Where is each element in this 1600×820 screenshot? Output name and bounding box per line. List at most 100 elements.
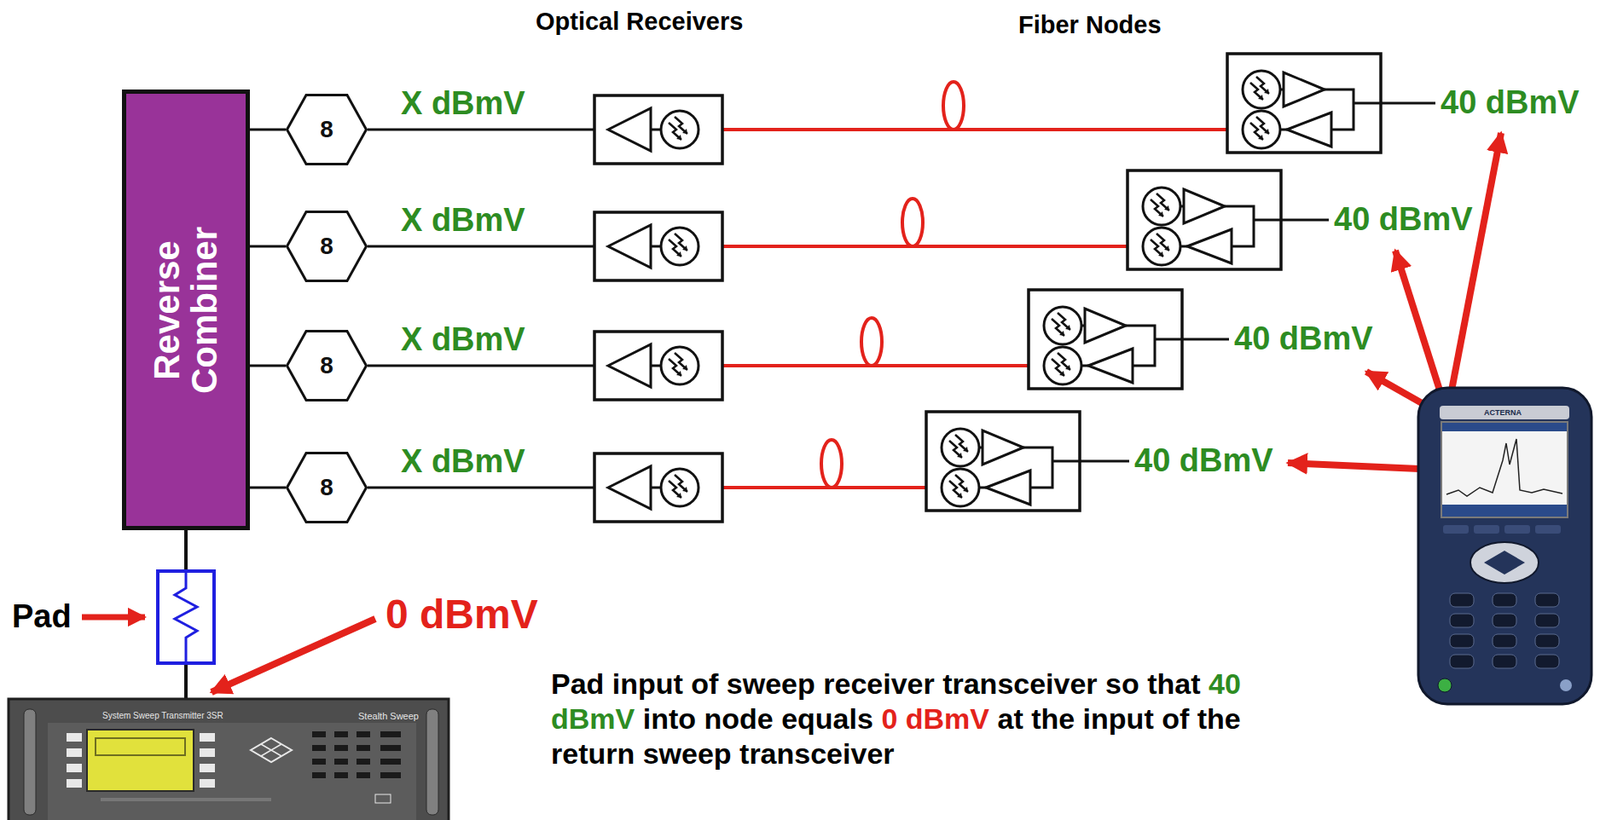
- fiber-loop: [861, 318, 882, 366]
- signal-level: 0 dBmV: [385, 591, 539, 638]
- lcd-screen: [86, 730, 194, 792]
- pointer-arrows: [81, 133, 1502, 693]
- combiner-box: Reverse Combiner: [121, 89, 250, 531]
- key: [1492, 614, 1517, 628]
- split-count: 8: [319, 474, 334, 502]
- key: [356, 759, 371, 766]
- device-name: System Sweep Transmitter 3SR: [102, 711, 224, 722]
- keypad: [1449, 593, 1560, 669]
- column-heading: Optical Receivers: [535, 7, 743, 36]
- key: [1449, 655, 1474, 669]
- front-panel: [47, 723, 417, 820]
- output-line: [1182, 338, 1229, 342]
- splitter-hexagon: 8: [285, 210, 368, 283]
- fiber-node: [1127, 170, 1282, 270]
- split-count: 8: [319, 115, 334, 144]
- nav-diamond: [250, 738, 292, 763]
- hexagon-outline: [287, 453, 367, 523]
- soft-key: [199, 779, 215, 789]
- transmitter-chassis: [8, 699, 449, 820]
- pointer-arrow: [1451, 133, 1502, 391]
- hexagon-outline: [287, 331, 367, 401]
- screen-footer: [1442, 504, 1567, 517]
- pointer-arrow: [1395, 250, 1442, 396]
- spectrum-trace: [1446, 439, 1563, 497]
- hexagon-outline: [287, 212, 367, 282]
- note-text: into node equals: [643, 702, 874, 736]
- resistor-symbol: [174, 571, 198, 664]
- signal-level: X dBmV: [400, 202, 526, 240]
- brand-name: ACTERNA: [1484, 408, 1522, 418]
- fiber-line: [722, 364, 1044, 368]
- soft-key: [1443, 525, 1469, 534]
- key: [334, 772, 348, 779]
- fiber-loop: [821, 440, 842, 488]
- signal-level: X dBmV: [400, 85, 526, 123]
- connector-line: [249, 365, 286, 368]
- fiber-line: [722, 244, 1143, 249]
- key: [380, 731, 401, 738]
- signal-level: X dBmV: [400, 321, 526, 360]
- key: [380, 759, 401, 766]
- soft-keys: [1443, 525, 1561, 534]
- connector-line: [249, 486, 286, 490]
- soft-key: [1504, 525, 1531, 534]
- key: [312, 731, 326, 738]
- key: [334, 745, 348, 752]
- nav-pad: [1470, 542, 1539, 584]
- soft-keys: [66, 733, 215, 789]
- key: [1449, 614, 1474, 628]
- key: [1535, 655, 1560, 669]
- handle: [426, 709, 439, 816]
- signal-level: 40 dBmV: [1234, 320, 1374, 359]
- soft-key: [66, 764, 82, 773]
- indicator: [1559, 679, 1572, 692]
- soft-key: [1473, 525, 1500, 534]
- key: [1535, 614, 1560, 628]
- pointer-arrow: [211, 619, 376, 693]
- handle: [23, 709, 36, 816]
- meter-screen: [1441, 422, 1568, 518]
- key: [1492, 593, 1517, 608]
- screen-header: [1442, 423, 1567, 432]
- nav-diamond: [1484, 550, 1525, 575]
- pointer-arrow: [1366, 371, 1430, 408]
- splitter-hexagon: 8: [285, 452, 368, 524]
- key: [334, 759, 348, 766]
- key: [312, 745, 326, 752]
- keypad: [312, 731, 401, 779]
- lcd-field: [95, 738, 186, 756]
- key: [380, 745, 401, 752]
- pointer-arrow: [1287, 463, 1420, 470]
- coax-lines: [367, 129, 595, 488]
- key: [380, 772, 401, 779]
- key-row: [100, 798, 272, 802]
- coax-line: [367, 245, 595, 249]
- part-name: Pad: [11, 598, 72, 637]
- key: [356, 745, 371, 752]
- hexagon-outline: [287, 95, 367, 165]
- splitter-hexagon: 8: [285, 93, 368, 166]
- fiber-node: [926, 411, 1080, 511]
- meter-logo-strip: [1439, 405, 1570, 420]
- note: Pad input of sweep receiver transceiver …: [550, 666, 1311, 772]
- optical-receiver: [594, 95, 723, 164]
- soft-key: [66, 779, 82, 789]
- key: [1535, 634, 1560, 649]
- handheld-meter: [1418, 388, 1592, 705]
- key: [1492, 655, 1517, 669]
- coax-line: [367, 365, 595, 368]
- key: [1449, 634, 1474, 649]
- meter-body: [1418, 388, 1592, 705]
- soft-key: [1535, 525, 1561, 534]
- pad-housing: [157, 571, 215, 664]
- signal-level: 40 dBmV: [1440, 84, 1580, 122]
- power-button: [1437, 678, 1452, 693]
- signal-level: X dBmV: [400, 443, 526, 482]
- column-heading: Fiber Nodes: [1018, 11, 1162, 40]
- coax-line: [367, 486, 595, 490]
- fiber-loop: [943, 81, 964, 130]
- key: [1492, 634, 1517, 649]
- output-line: [1281, 219, 1329, 222]
- optical-receiver: [594, 212, 723, 281]
